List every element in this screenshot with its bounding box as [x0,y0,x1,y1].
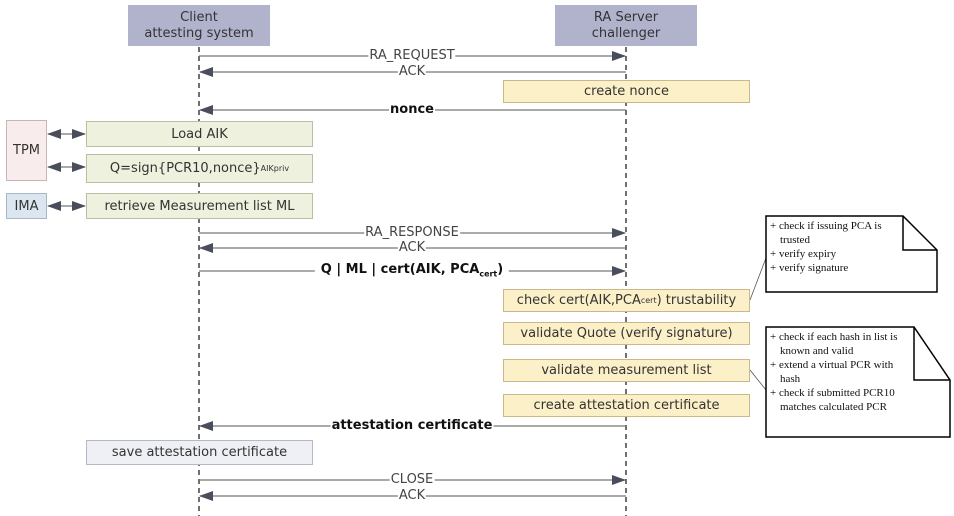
label-ra-response: RA_RESPONSE [364,225,460,240]
server-header: RA Server challenger [555,5,697,46]
label-attestation: attestation certificate [330,418,494,433]
note-item: + check if submitted PCR10 matches calcu… [770,387,895,413]
label-ack3: ACK [397,488,427,503]
action-retrieve-ml: retrieve Measurement list ML [86,193,313,219]
action-create-nonce: create nonce [503,80,750,103]
ima-box: IMA [6,193,47,219]
note-item: + check if each hash in list is known an… [770,331,898,357]
note-item: + extend a virtual PCR with hash [770,359,894,385]
note-item: + verify expiry [770,248,837,260]
note-cert-checks-text: + check if issuing PCA is trusted + veri… [770,219,895,275]
action-validate-quote: validate Quote (verify signature) [503,322,750,345]
tpm-box: TPM [6,120,47,181]
label-ack2: ACK [397,240,427,255]
note-ml-checks-text: + check if each hash in list is known an… [770,330,910,414]
note-item: + verify signature [770,262,849,274]
note-item: + check if issuing PCA is trusted [770,220,882,246]
label-ack1: ACK [397,64,427,79]
client-header: Client attesting system [128,5,270,46]
action-sign: Q=sign{PCR10,nonce}AIKpriv [86,154,313,183]
action-save-cert: save attestation certificate [86,440,313,465]
note-cert-checks [765,215,938,293]
label-ra-request: RA_REQUEST [368,48,456,63]
note-ml-checks [765,326,951,438]
label-nonce: nonce [389,102,435,117]
action-create-cert: create attestation certificate [503,394,750,417]
label-quote: Q | ML | cert(AIK, PCAcert) [314,263,510,282]
label-close: CLOSE [389,472,435,487]
action-validate-ml: validate measurement list [503,359,750,382]
action-load-aik: Load AIK [86,121,313,147]
